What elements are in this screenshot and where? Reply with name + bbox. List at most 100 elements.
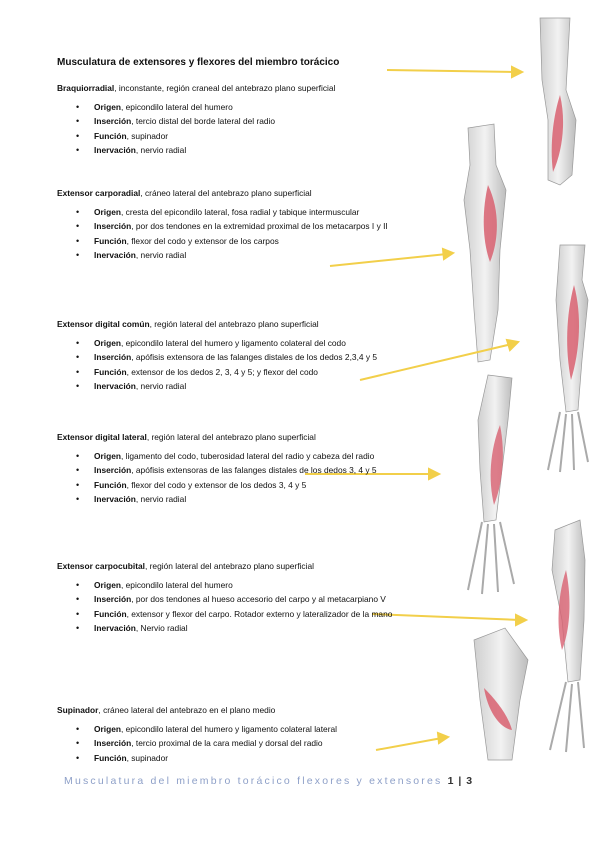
item-label: Inserción: [94, 594, 132, 605]
section-heading: Braquiorradial, inconstante, región cran…: [57, 82, 437, 94]
item-text: , cresta del epicondilo lateral, fosa ra…: [121, 207, 360, 217]
muscle-highlight: [567, 285, 580, 380]
item-text: , supinador: [126, 752, 169, 763]
item-label: Origen: [94, 724, 121, 734]
page-title: Musculatura de extensores y flexores del…: [57, 57, 340, 68]
item-text: , flexor del codo y extensor de los dedo…: [126, 479, 307, 490]
item-text: , nervio radial: [135, 249, 187, 260]
list-item: Inserción, por dos tendones en la extrem…: [57, 219, 434, 234]
attribute-list: Origen, ligamento del codo, tuberosidad …: [57, 449, 437, 506]
list-item: Función, supinador: [57, 129, 434, 144]
forearm-illustration-6: [473, 627, 529, 761]
list-item: Función, supinador: [57, 751, 434, 766]
muscle-name: Extensor digital común: [57, 319, 150, 329]
forearm-illustration-5: [549, 519, 586, 753]
item-label: Inserción: [94, 352, 132, 363]
item-text: , nervio radial: [135, 380, 187, 391]
muscle-name: Supinador: [57, 705, 99, 715]
list-item: Inervación, nervio radial: [57, 143, 434, 158]
page-footer: Musculatura del miembro torácico flexore…: [64, 775, 473, 787]
list-item: Inserción, apófisis extensora de las fal…: [57, 350, 434, 365]
item-label: Inervación: [94, 493, 136, 504]
muscle-highlight: [551, 95, 564, 172]
forearm-illustration-3: [547, 244, 589, 473]
section-extensor-carporadial: Extensor carporadial, cráneo lateral del…: [57, 187, 437, 262]
section-braquiorradial: Braquiorradial, inconstante, región cran…: [57, 82, 437, 157]
page-number: 1 | 3: [447, 775, 474, 787]
attribute-list: Origen, epicondilo lateral del humero In…: [57, 100, 437, 157]
list-item: Inserción, tercio distal del borde later…: [57, 114, 434, 129]
forearm-illustration-2: [463, 123, 507, 363]
list-item: Origen, epicondilo lateral del humero y …: [57, 722, 434, 737]
list-item: Origen, ligamento del codo, tuberosidad …: [57, 449, 434, 464]
item-label: Origen: [94, 338, 121, 348]
muscle-highlight: [483, 185, 497, 262]
muscle-description: , cráneo lateral del antebrazo plano sup…: [140, 188, 312, 198]
muscle-description: , región lateral del antebrazo plano sup…: [149, 319, 319, 329]
section-heading: Extensor carporadial, cráneo lateral del…: [57, 187, 437, 199]
item-text: , apófisis extensoras de las falanges di…: [131, 465, 377, 476]
list-item: Origen, epicondilo lateral del humero y …: [57, 336, 434, 351]
item-label: Origen: [94, 451, 121, 461]
item-text: , flexor del codo y extensor de los carp…: [126, 235, 279, 246]
item-text: , apófisis extensora de las falanges dis…: [131, 352, 378, 363]
muscle-highlight: [484, 688, 512, 730]
item-label: Función: [94, 235, 127, 246]
list-item: Origen, epicondilo lateral del humero: [57, 578, 434, 593]
list-item: Inervación, nervio radial: [57, 379, 434, 394]
muscle-name: Braquiorradial: [57, 83, 115, 93]
list-item: Función, extensor de los dedos 2, 3, 4 y…: [57, 365, 434, 380]
item-text: , extensor y flexor del carpo. Rotador e…: [126, 608, 393, 619]
item-text: , epicondilo lateral del humero: [121, 580, 233, 590]
item-text: , nervio radial: [135, 144, 187, 155]
muscle-description: , inconstante, región craneal del antebr…: [114, 83, 336, 93]
forearm-illustration-4: [467, 374, 515, 595]
section-supinador: Supinador, cráneo lateral del antebrazo …: [57, 704, 437, 765]
list-item: Inserción, por dos tendones al hueso acc…: [57, 592, 434, 607]
forearm-illustration-1: [539, 17, 577, 186]
muscle-highlight: [558, 570, 570, 650]
attribute-list: Origen, cresta del epicondilo lateral, f…: [57, 205, 437, 262]
section-extensor-digital-comun: Extensor digital común, región lateral d…: [57, 318, 437, 393]
footer-text: Musculatura del miembro torácico flexore…: [64, 775, 443, 787]
item-text: , tercio proximal de la cara medial y do…: [131, 738, 323, 749]
list-item: Inserción, apófisis extensoras de las fa…: [57, 463, 434, 478]
item-label: Origen: [94, 207, 121, 217]
item-text: , por dos tendones al hueso accesorio de…: [131, 594, 386, 605]
muscle-name: Extensor carpocubital: [57, 561, 145, 571]
muscle-name: Extensor digital lateral: [57, 432, 147, 442]
item-label: Función: [94, 130, 127, 141]
item-label: Inserción: [94, 738, 132, 749]
item-text: , extensor de los dedos 2, 3, 4 y 5; y f…: [126, 366, 318, 377]
item-label: Inserción: [94, 116, 132, 127]
section-heading: Extensor digital común, región lateral d…: [57, 318, 437, 330]
section-heading: Extensor carpocubital, región lateral de…: [57, 560, 437, 572]
section-heading: Extensor digital lateral, región lateral…: [57, 431, 437, 443]
item-text: , epicondilo lateral del humero y ligame…: [121, 338, 346, 348]
item-text: , por dos tendones en la extremidad prox…: [131, 221, 388, 232]
item-label: Función: [94, 366, 127, 377]
item-text: , epicondilo lateral del humero y ligame…: [121, 724, 338, 734]
section-extensor-digital-lateral: Extensor digital lateral, región lateral…: [57, 431, 437, 506]
list-item: Origen, cresta del epicondilo lateral, f…: [57, 205, 434, 220]
list-item: Inervación, Nervio radial: [57, 621, 434, 636]
item-label: Inervación: [94, 144, 136, 155]
list-item: Inserción, tercio proximal de la cara me…: [57, 736, 434, 751]
muscle-name: Extensor carporadial: [57, 188, 141, 198]
item-text: , tercio distal del borde lateral del ra…: [131, 116, 276, 127]
item-text: , supinador: [126, 130, 169, 141]
list-item: Función, flexor del codo y extensor de l…: [57, 234, 434, 249]
attribute-list: Origen, epicondilo lateral del humero y …: [57, 336, 437, 393]
muscle-highlight: [490, 425, 503, 505]
list-item: Origen, epicondilo lateral del humero: [57, 100, 434, 115]
attribute-list: Origen, epicondilo lateral del humero y …: [57, 722, 437, 765]
item-label: Origen: [94, 102, 121, 112]
item-text: , nervio radial: [135, 493, 187, 504]
attribute-list: Origen, epicondilo lateral del humero In…: [57, 578, 437, 635]
section-extensor-carpocubital: Extensor carpocubital, región lateral de…: [57, 560, 437, 635]
item-text: , epicondilo lateral del humero: [121, 102, 233, 112]
item-label: Función: [94, 752, 127, 763]
item-text: , Nervio radial: [135, 622, 188, 633]
item-label: Inervación: [94, 380, 136, 391]
list-item: Inervación, nervio radial: [57, 248, 434, 263]
